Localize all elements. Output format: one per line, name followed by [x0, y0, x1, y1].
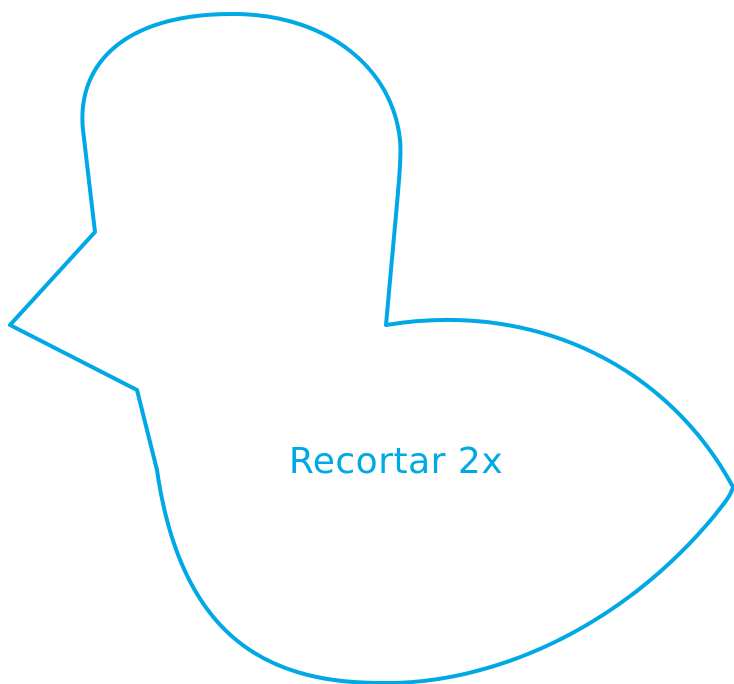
cut-instruction-label: Recortar 2x — [289, 441, 503, 482]
pattern-outline — [8, 11, 734, 684]
